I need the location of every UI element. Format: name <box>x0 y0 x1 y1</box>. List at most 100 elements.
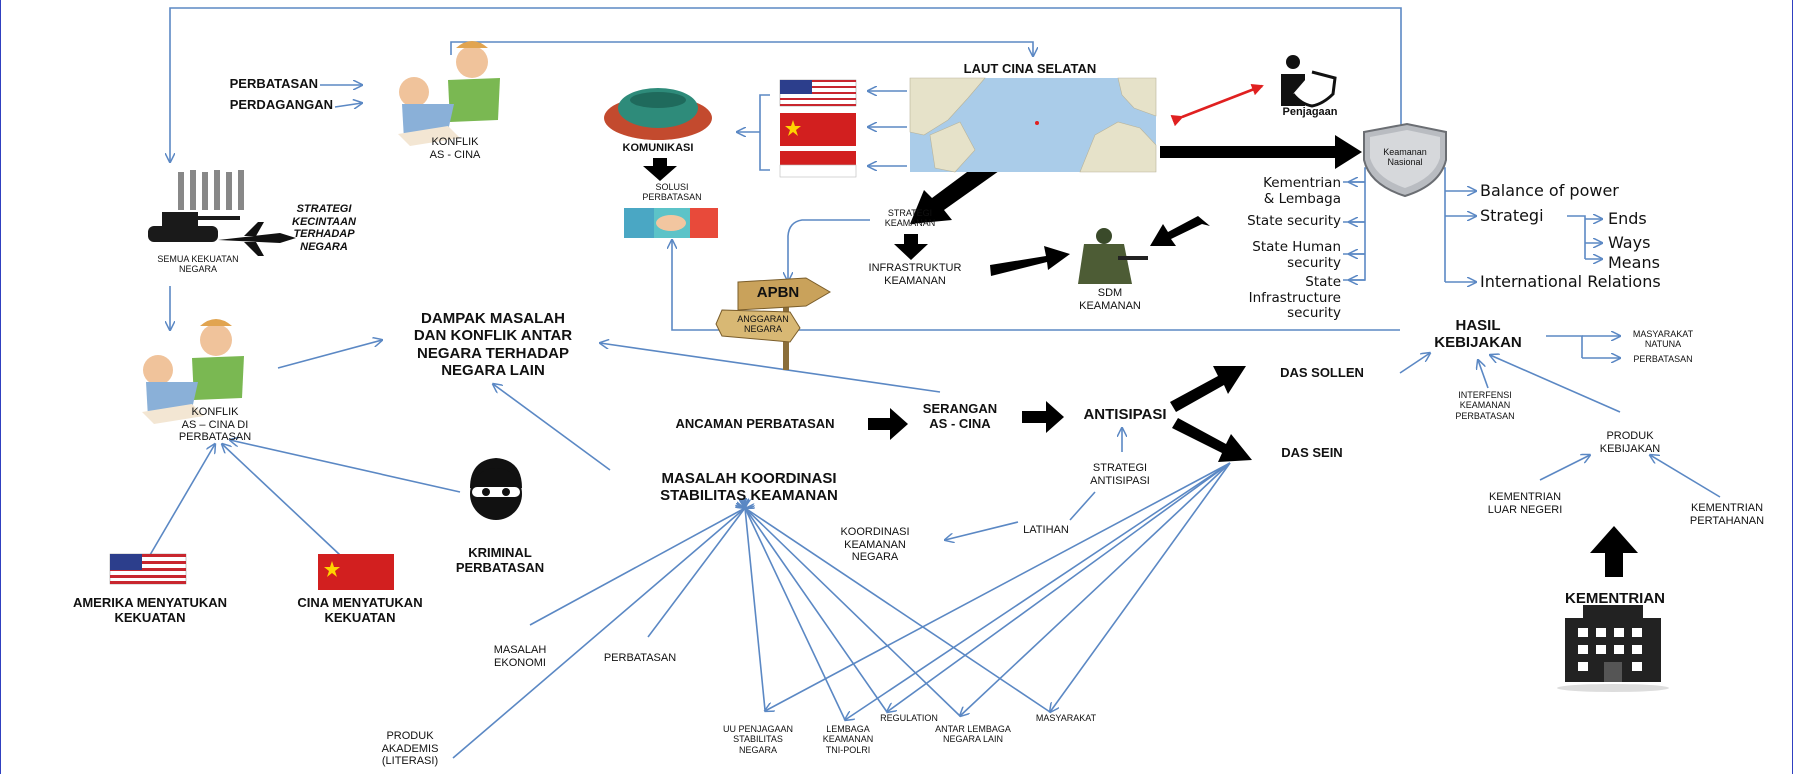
connector-sollen-hasil <box>1399 353 1430 374</box>
connector-hasil-solusi <box>672 240 1400 331</box>
label-dampak-masalah: DAMPAK MASALAH DAN KONFLIK ANTAR NEGARA … <box>413 310 573 379</box>
label-kementrian-pertahanan: KEMENTRIAN PERTAHANAN <box>1689 502 1765 527</box>
label-means: Means <box>1608 253 1660 272</box>
usa-flag-icon <box>109 553 187 585</box>
label-produk-akademis: PRODUK AKADEMIS (LITERASI) <box>381 730 439 768</box>
label-masyarakat-natuna: MASYARAKAT NATUNA <box>1632 329 1694 350</box>
label-strategi: Strategi <box>1480 206 1544 225</box>
arrow-into-sdm <box>1150 216 1210 246</box>
connector-produk-hasil <box>1490 355 1621 413</box>
label-das-sollen: DAS SOLLEN <box>1280 365 1364 380</box>
connector-kriminal-konflik <box>230 440 461 493</box>
connector-masalah-dampak <box>493 384 611 471</box>
arrow-antisipasi-sein <box>1172 418 1252 462</box>
label-balance-of-power: Balance of power <box>1480 181 1619 200</box>
label-perbatasan-small: PERBATASAN <box>1633 354 1693 364</box>
label-semua-kekuatan: SEMUA KEKUATAN NEGARA <box>157 254 239 275</box>
soldiers-icon <box>178 170 244 210</box>
label-masyarakat: MASYARAKAT <box>1035 713 1097 723</box>
label-apbn: APBN <box>756 284 800 301</box>
label-uu-penjagaan: UU PENJAGAAN STABILITAS NEGARA <box>722 724 793 755</box>
fighting-kids-image <box>142 319 244 424</box>
label-strategi-kecintaan: STRATEGI KECINTAAN TERHADAP NEGARA <box>292 203 356 253</box>
guard-shield-icon <box>1281 55 1337 108</box>
china-flag-icon <box>318 554 394 590</box>
label-state-infrastructure-security: State Infrastructure security <box>1248 274 1341 322</box>
label-komunikasi: KOMUNIKASI <box>622 142 694 154</box>
label-kriminal-perbatasan: KRIMINAL PERBATASAN <box>455 545 545 575</box>
map-image <box>909 77 1157 173</box>
label-strategi-antisipasi: STRATEGI ANTISIPASI <box>1090 462 1150 487</box>
indonesia-flag-icon <box>779 151 857 178</box>
label-latihan: LATIHAN <box>1023 524 1069 536</box>
connector-strategi-apbn <box>788 219 870 281</box>
label-lembaga-keamanan: LEMBAGA KEAMANAN TNI-POLRI <box>822 724 874 755</box>
arrow-antisipasi-sollen <box>1170 366 1246 412</box>
connector-cina-konflik <box>222 444 341 556</box>
label-konflik-di-perbatasan: KONFLIK AS – CINA DI PERBATASAN <box>178 406 252 444</box>
label-solusi-perbatasan: SOLUSI PERBATASAN <box>642 182 702 203</box>
signpost-icon <box>715 277 831 370</box>
label-perdagangan: PERDAGANGAN <box>229 97 333 112</box>
tank-icon <box>148 212 240 242</box>
label-hasil-kebijakan: HASIL KEBIJAKAN <box>1434 317 1522 352</box>
connectors <box>149 7 1721 759</box>
soldier-icon <box>1078 228 1148 284</box>
arrow-infra-sdm <box>990 246 1070 276</box>
label-koordinasi-keamanan: KOORDINASI KEAMANAN NEGARA <box>840 526 910 564</box>
label-kementrian-lembaga: Kementrian & Lembaga <box>1263 175 1341 207</box>
jet-icon <box>218 222 296 256</box>
label-ancaman-perbatasan: ANCAMAN PERBATASAN <box>675 416 835 431</box>
building-icon <box>1557 605 1669 692</box>
arrow-ancaman-serangan <box>868 408 908 440</box>
shield-icon <box>1363 122 1447 198</box>
label-anggaran-negara: ANGGARAN NEGARA <box>737 314 789 335</box>
label-strategi-keamanan: STRATEGI KEAMANAN <box>884 208 936 229</box>
fighting-kids-image <box>398 41 500 146</box>
thief-icon <box>470 458 522 520</box>
label-masalah-ekonomi: MASALAH EKONOMI <box>493 644 547 669</box>
bracket-right <box>1432 167 1446 282</box>
label-perbatasan: PERBATASAN <box>229 76 318 91</box>
connector-konflik-dampak <box>277 340 382 369</box>
connector-konflik-to-sea <box>450 41 1033 56</box>
arrow-komunikasi-solusi <box>643 158 677 181</box>
label-kementrian: KEMENTRIAN <box>1565 590 1665 607</box>
arrow-kementrian-up <box>1590 526 1638 577</box>
label-laut-cina-selatan: LAUT CINA SELATAN <box>963 61 1097 76</box>
label-konflik-as-cina: KONFLIK AS - CINA <box>429 136 481 161</box>
label-serangan-as-cina: SERANGAN AS - CINA <box>922 401 998 431</box>
connector-flags-komunikasi <box>737 94 770 171</box>
label-regulation: REGULATION <box>880 713 938 723</box>
label-antisipasi: ANTISIPASI <box>1083 406 1167 423</box>
label-masalah-koordinasi: MASALAH KOORDINASI STABILITAS KEAMANAN <box>660 470 838 505</box>
handshake-icon <box>624 208 718 238</box>
label-infrastruktur-keamanan: INFRASTRUKTUR KEAMANAN <box>868 262 962 287</box>
label-antar-lembaga: ANTAR LEMBAGA NEGARA LAIN <box>935 724 1011 745</box>
label-amerika-menyatukan: AMERIKA MENYATUKAN KEKUATAN <box>72 595 228 625</box>
label-ends: Ends <box>1608 209 1647 228</box>
globe-icon <box>604 88 712 140</box>
label-keamanan-nasional: Keamanan Nasional <box>1383 147 1427 168</box>
label-interfensi: INTERFENSI KEAMANAN PERBATASAN <box>1455 390 1515 421</box>
arrow-map-penjagaan <box>1170 84 1264 127</box>
label-state-security: State security <box>1247 213 1341 229</box>
china-flag-icon <box>780 113 856 146</box>
usa-flag-icon <box>779 79 857 107</box>
label-das-sein: DAS SEIN <box>1281 445 1343 460</box>
label-international-relations: International Relations <box>1480 272 1661 291</box>
bracket-left <box>1343 167 1380 281</box>
label-ways: Ways <box>1608 233 1651 252</box>
connector-perdagangan <box>334 103 362 107</box>
label-kementrian-luar-negeri: KEMENTRIAN LUAR NEGERI <box>1487 491 1563 516</box>
label-cina-menyatukan: CINA MENYATUKAN KEKUATAN <box>297 595 423 625</box>
label-perbatasan-bottom: PERBATASAN <box>603 652 677 664</box>
arrow-sea-keamanan <box>1160 135 1362 169</box>
label-sdm-keamanan: SDM KEAMANAN <box>1079 287 1141 312</box>
arrow-serangan-antisipasi <box>1022 401 1064 433</box>
connector-top-loop <box>170 7 1402 162</box>
label-state-human-security: State Human security <box>1252 239 1341 271</box>
arrow-strategi-infra <box>894 234 928 260</box>
